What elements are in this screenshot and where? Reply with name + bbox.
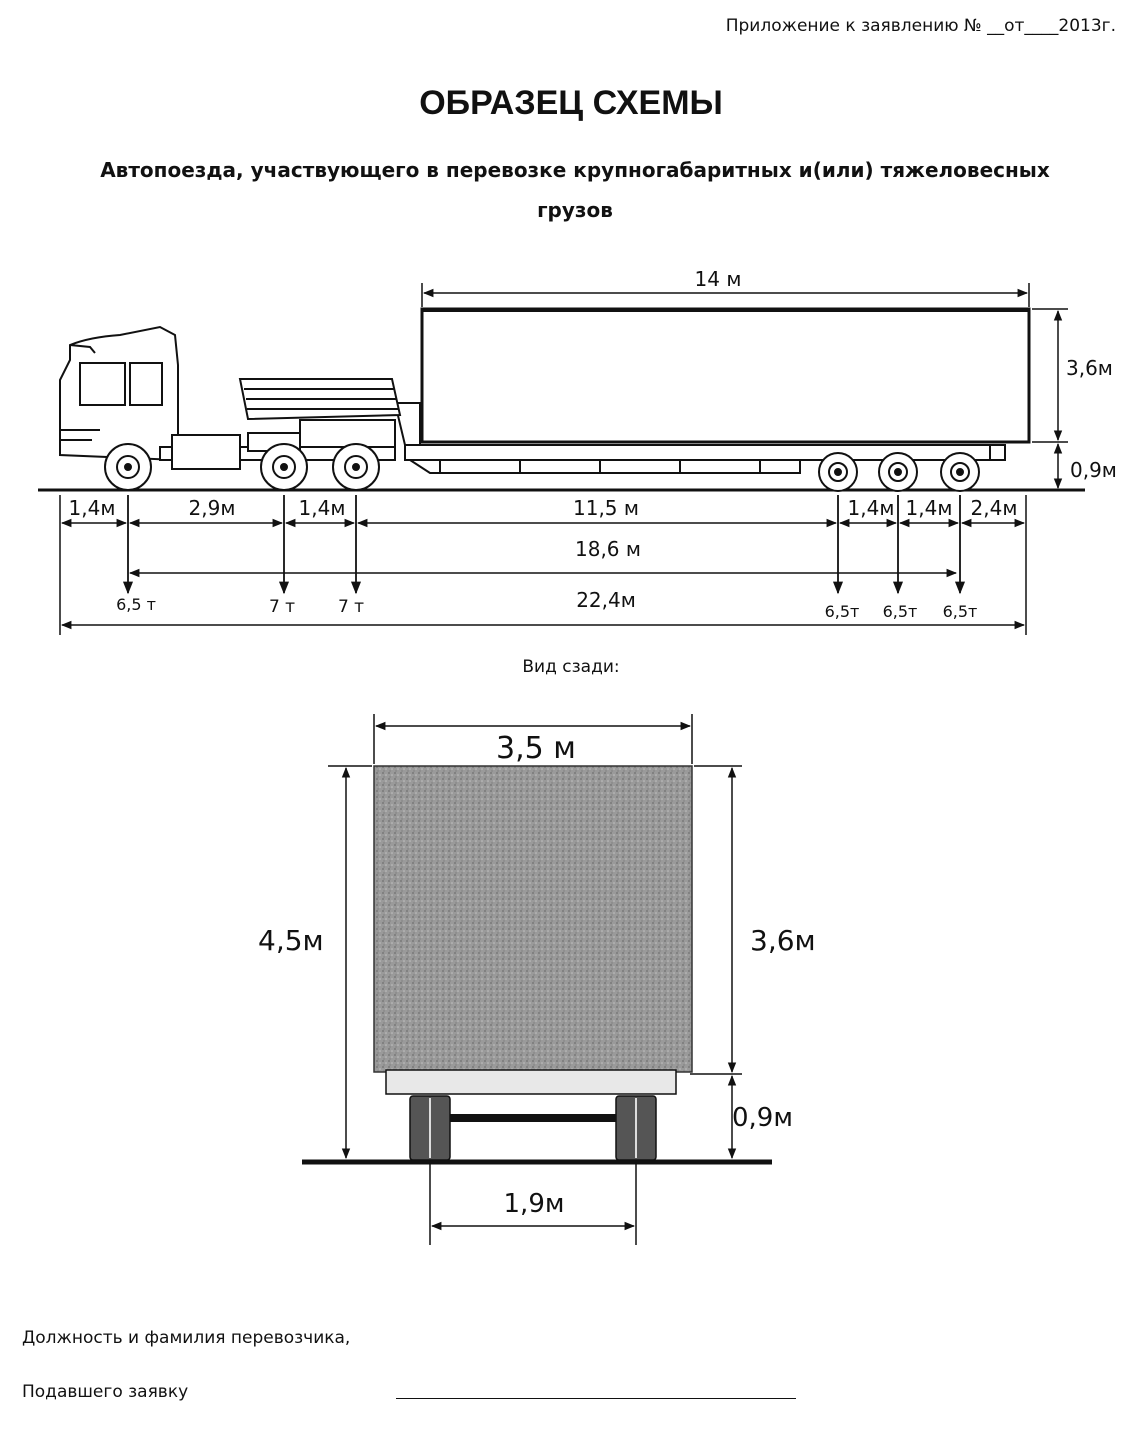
overall-length-label: 22,4м <box>576 588 636 612</box>
cargo-height-label: 3,6м <box>1066 356 1113 380</box>
wheel-trailer-3 <box>940 452 980 492</box>
rear-track-dimension <box>429 1162 637 1245</box>
tractor-cab <box>59 325 179 462</box>
axle-load-5: 6,5т <box>883 602 918 621</box>
subtitle-line-1: Автопоезда, участвующего в перевозке кру… <box>100 158 1050 182</box>
rear-width-dimension <box>373 714 693 764</box>
wheel-drive-2 <box>332 443 380 491</box>
rear-view-caption: Вид сзади: <box>522 657 620 677</box>
tractor-crate <box>238 378 402 421</box>
axle-load-3: 7 т <box>338 597 364 617</box>
rear-deck-height-label: 0,9м <box>732 1103 793 1133</box>
axle-load-6: 6,5т <box>943 602 978 621</box>
wheel-front <box>104 443 152 491</box>
side-view-diagram: 14 м 3,6м 0,9м 1,4м 2,9м 1,4м 11,5 м 1,4… <box>38 267 1117 635</box>
spacing-label-7: 2,4м <box>971 496 1018 520</box>
rear-wheels <box>409 1095 657 1161</box>
document-subtitle: Автопоезда, участвующего в перевозке кру… <box>40 150 1110 230</box>
rear-total-height-label: 4,5м <box>258 924 324 957</box>
wheel-trailer-1 <box>818 452 858 492</box>
deck-height-label: 0,9м <box>1070 458 1117 482</box>
subtitle-line-2: грузов <box>537 198 613 222</box>
rear-total-height-dimension <box>328 765 372 1160</box>
rear-axle <box>450 1114 616 1122</box>
spacing-label-5: 1,4м <box>848 496 895 520</box>
spacing-label-2: 2,9м <box>189 496 236 520</box>
wheelbase-label: 18,6 м <box>575 537 641 561</box>
rear-view-diagram: 3,5 м 4,5м 3,6м 0,9м 1,9м <box>258 714 816 1245</box>
rear-width-label: 3,5 м <box>496 731 576 766</box>
signer-label: Должность и фамилия перевозчика, <box>22 1328 351 1348</box>
wheel-trailer-2 <box>878 452 918 492</box>
rear-cargo-height-label: 3,6м <box>750 924 816 957</box>
rear-track-label: 1,9м <box>504 1189 565 1219</box>
spacing-label-1: 1,4м <box>69 496 116 520</box>
wheel-drive-1 <box>260 443 308 491</box>
cargo-length-dimension <box>421 283 1030 307</box>
axle-load-arrows <box>122 495 966 595</box>
wheels <box>104 443 980 492</box>
rear-cargo-box <box>373 765 693 1073</box>
spacing-label-4: 11,5 м <box>573 496 639 520</box>
header-note: Приложение к заявлению № __от____2013г. <box>725 16 1116 36</box>
rear-right-dimensions <box>690 765 742 1160</box>
spacing-label-6: 1,4м <box>906 496 953 520</box>
axle-load-4: 6,5т <box>825 602 860 621</box>
axle-load-2: 7 т <box>269 597 295 617</box>
cargo-box <box>420 307 1031 444</box>
cargo-length-label: 14 м <box>695 267 742 291</box>
spacing-label-3: 1,4м <box>299 496 346 520</box>
rear-deck <box>385 1069 677 1095</box>
extension-lines <box>59 495 1027 635</box>
axle-load-1: 6,5 т <box>116 595 156 614</box>
applicant-label: Подавшего заявку <box>22 1382 189 1402</box>
trailer-deck <box>393 402 1006 474</box>
signature-line[interactable] <box>396 1398 796 1399</box>
document-title: ОБРАЗЕЦ СХЕМЫ <box>419 84 723 122</box>
height-dimensions <box>1032 308 1068 490</box>
